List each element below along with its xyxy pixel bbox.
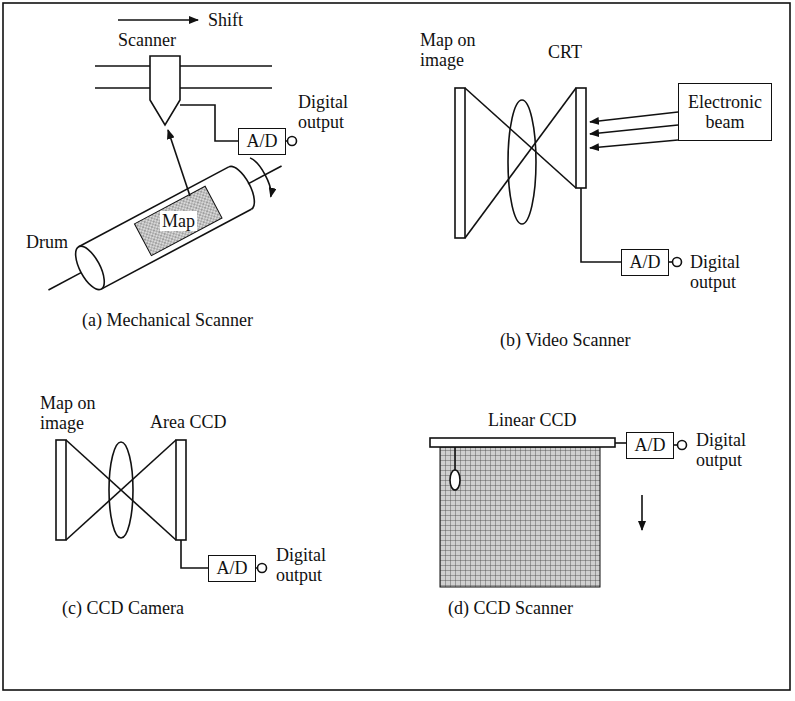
light-ray [465, 88, 576, 238]
shift-arrow [118, 19, 198, 21]
box-text: A/D [247, 131, 278, 151]
box-text: A/D [635, 435, 666, 455]
output-terminal [288, 137, 297, 146]
crt-plate [576, 88, 586, 188]
motion-label: Shift [208, 10, 243, 30]
map-plate [56, 440, 66, 540]
light-ray [465, 88, 576, 188]
part-label: Linear CCD [488, 410, 576, 430]
sub-caption: (b) Video Scanner [500, 330, 631, 350]
part-label: CRT [548, 42, 582, 62]
map-plate [455, 88, 465, 238]
drum [37, 145, 293, 311]
light-ray [66, 440, 176, 540]
converter-box: A/D [208, 555, 256, 582]
part-label: Map [160, 211, 197, 231]
signal-wire [615, 442, 626, 444]
scanned-map [440, 447, 600, 587]
box-text: A/D [630, 252, 661, 272]
part-label: Scanner [118, 30, 176, 50]
converter-box: A/D [626, 432, 674, 459]
output-label: Digital output [690, 252, 768, 292]
output-terminal [673, 258, 682, 267]
signal-wire [180, 105, 238, 141]
output-wire [674, 444, 677, 446]
output-wire [669, 261, 672, 263]
scanner-rail [95, 87, 272, 89]
ccd-holder [454, 447, 456, 470]
motion-arrow [641, 495, 643, 530]
converter-box: A/D [238, 128, 286, 155]
beam-arrow [590, 140, 678, 148]
scanner-head [150, 56, 180, 125]
ccd-roller [450, 470, 460, 490]
output-label: Digital output [276, 545, 354, 585]
output-terminal [678, 441, 687, 450]
ccd-plate [176, 440, 186, 540]
signal-wire [181, 540, 208, 568]
beam-source-box: Electronic beam [678, 83, 772, 141]
sub-caption: (c) CCD Camera [62, 598, 184, 618]
output-terminal [258, 564, 267, 573]
beam-arrow [590, 112, 678, 122]
frame-border [3, 3, 790, 690]
part-label: Map on image [420, 30, 500, 70]
output-label: Digital output [298, 92, 370, 132]
box-text: Electronic beam [684, 92, 766, 132]
part-label: Map on image [40, 393, 120, 433]
light-ray [66, 440, 176, 540]
box-text: A/D [217, 558, 248, 578]
converter-box: A/D [621, 249, 669, 276]
read-arrow [168, 130, 190, 196]
beam-arrow [590, 125, 678, 134]
linear-ccd-bar [430, 438, 615, 447]
sub-caption: (a) Mechanical Scanner [82, 310, 253, 330]
sub-caption: (d) CCD Scanner [448, 598, 573, 618]
scanner-rail [95, 65, 272, 67]
output-label: Digital output [696, 430, 774, 470]
signal-wire [581, 188, 621, 262]
part-label: Area CCD [150, 412, 226, 432]
part-label: Drum [26, 232, 68, 252]
